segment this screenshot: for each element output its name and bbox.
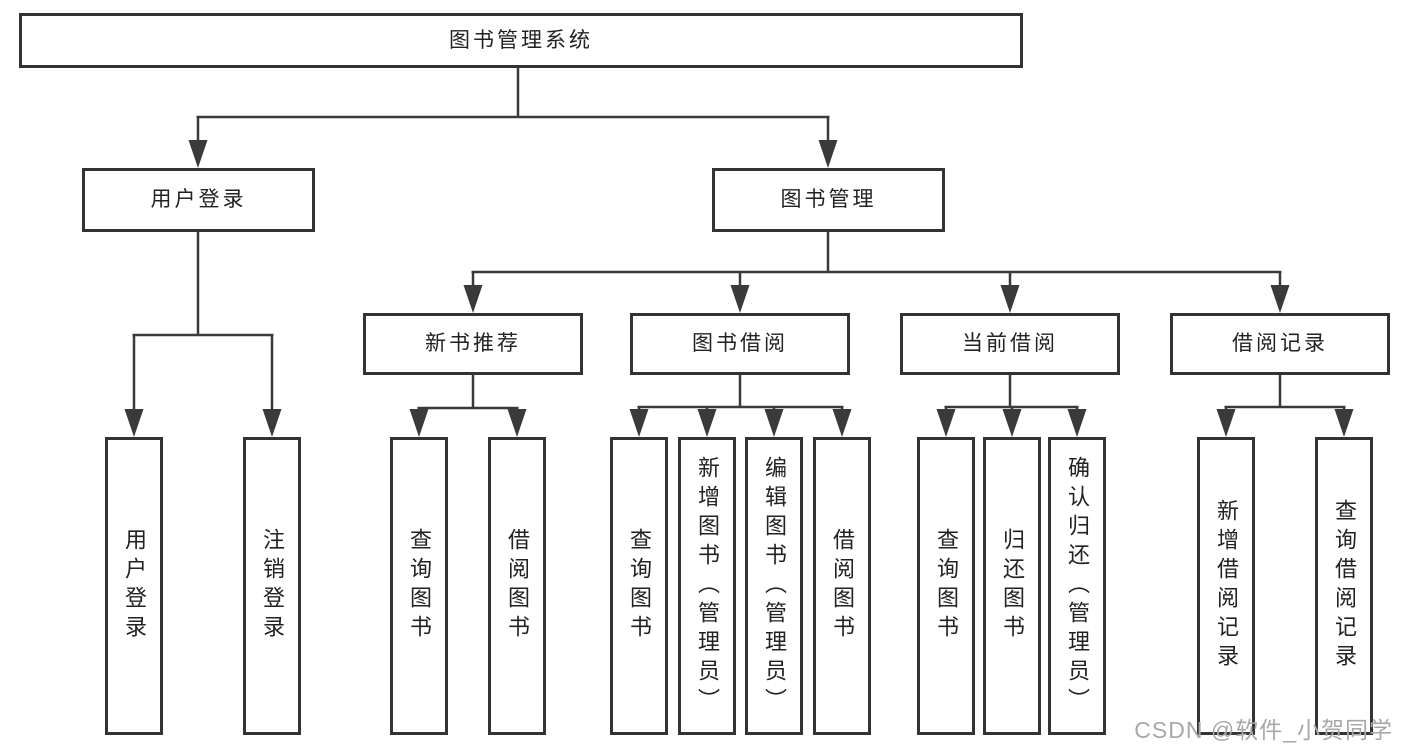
node-new-book-recommend: 新书推荐 (363, 313, 583, 375)
node-root-system: 图书管理系统 (19, 13, 1023, 68)
leaf-edit-books-admin: 编辑图书（管理员） (745, 437, 803, 735)
leaf-return-books: 归还图书 (983, 437, 1041, 735)
leaf-recommend-borrow-books: 借阅图书 (488, 437, 546, 735)
node-user-login-branch: 用户登录 (82, 168, 315, 232)
node-current-borrow: 当前借阅 (900, 313, 1120, 375)
node-borrow-records: 借阅记录 (1170, 313, 1390, 375)
leaf-current-query-books: 查询图书 (917, 437, 975, 735)
watermark: CSDN @软件_小贺同学 (1134, 717, 1393, 743)
leaf-confirm-return-admin: 确认归还（管理员） (1048, 437, 1106, 735)
node-book-borrow: 图书借阅 (630, 313, 850, 375)
leaf-query-borrow-record: 查询借阅记录 (1315, 437, 1373, 735)
leaf-borrow-query-books: 查询图书 (610, 437, 668, 735)
leaf-borrow-books: 借阅图书 (813, 437, 871, 735)
leaf-logout: 注销登录 (243, 437, 301, 735)
leaf-recommend-query-books: 查询图书 (390, 437, 448, 735)
leaf-user-login: 用户登录 (105, 437, 163, 735)
leaf-add-borrow-record: 新增借阅记录 (1197, 437, 1255, 735)
leaf-add-books-admin: 新增图书（管理员） (678, 437, 736, 735)
node-book-management-branch: 图书管理 (712, 168, 945, 232)
